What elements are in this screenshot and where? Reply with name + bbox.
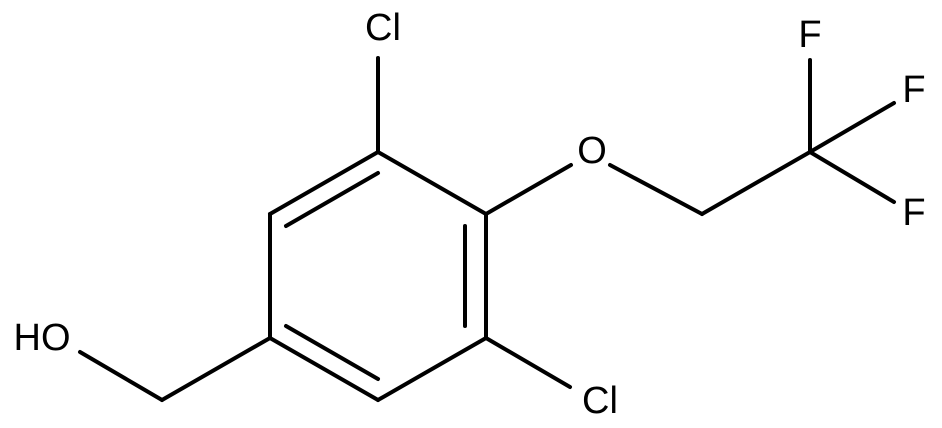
bond-oxygen-ch2	[608, 163, 704, 216]
substituent-bonds	[78, 56, 896, 402]
bond-ch2-hydroxyl	[78, 350, 164, 402]
bond-cf3-f3	[808, 150, 896, 204]
hydroxyl-label: HO	[14, 317, 71, 359]
bond-c1-ch2oh	[160, 336, 272, 402]
chlorine-top-label: Cl	[365, 7, 401, 49]
atom-labels: Cl Cl O F F F HO	[14, 7, 926, 422]
bond-ring-c2-c3	[268, 150, 380, 216]
bond-cf3-f2	[808, 101, 896, 154]
bond-c5-cl-bottom	[484, 336, 572, 389]
bond-ring-c2-c3-inner	[284, 171, 380, 228]
bond-c4-oxygen	[484, 163, 573, 216]
bond-ring-c3-c4	[376, 150, 488, 216]
bond-ring-c6-c1-inner	[284, 324, 380, 381]
fluorine-2-label: F	[902, 69, 925, 111]
fluorine-3-label: F	[902, 192, 925, 234]
bond-ring-c5-c6	[376, 336, 488, 402]
fluorine-1-label: F	[798, 14, 821, 56]
chlorine-bottom-label: Cl	[582, 380, 618, 422]
bond-ch2-cf3	[700, 150, 812, 216]
bond-ring-c6-c1	[268, 336, 380, 402]
oxygen-label: O	[577, 130, 607, 172]
benzene-ring	[268, 150, 488, 402]
